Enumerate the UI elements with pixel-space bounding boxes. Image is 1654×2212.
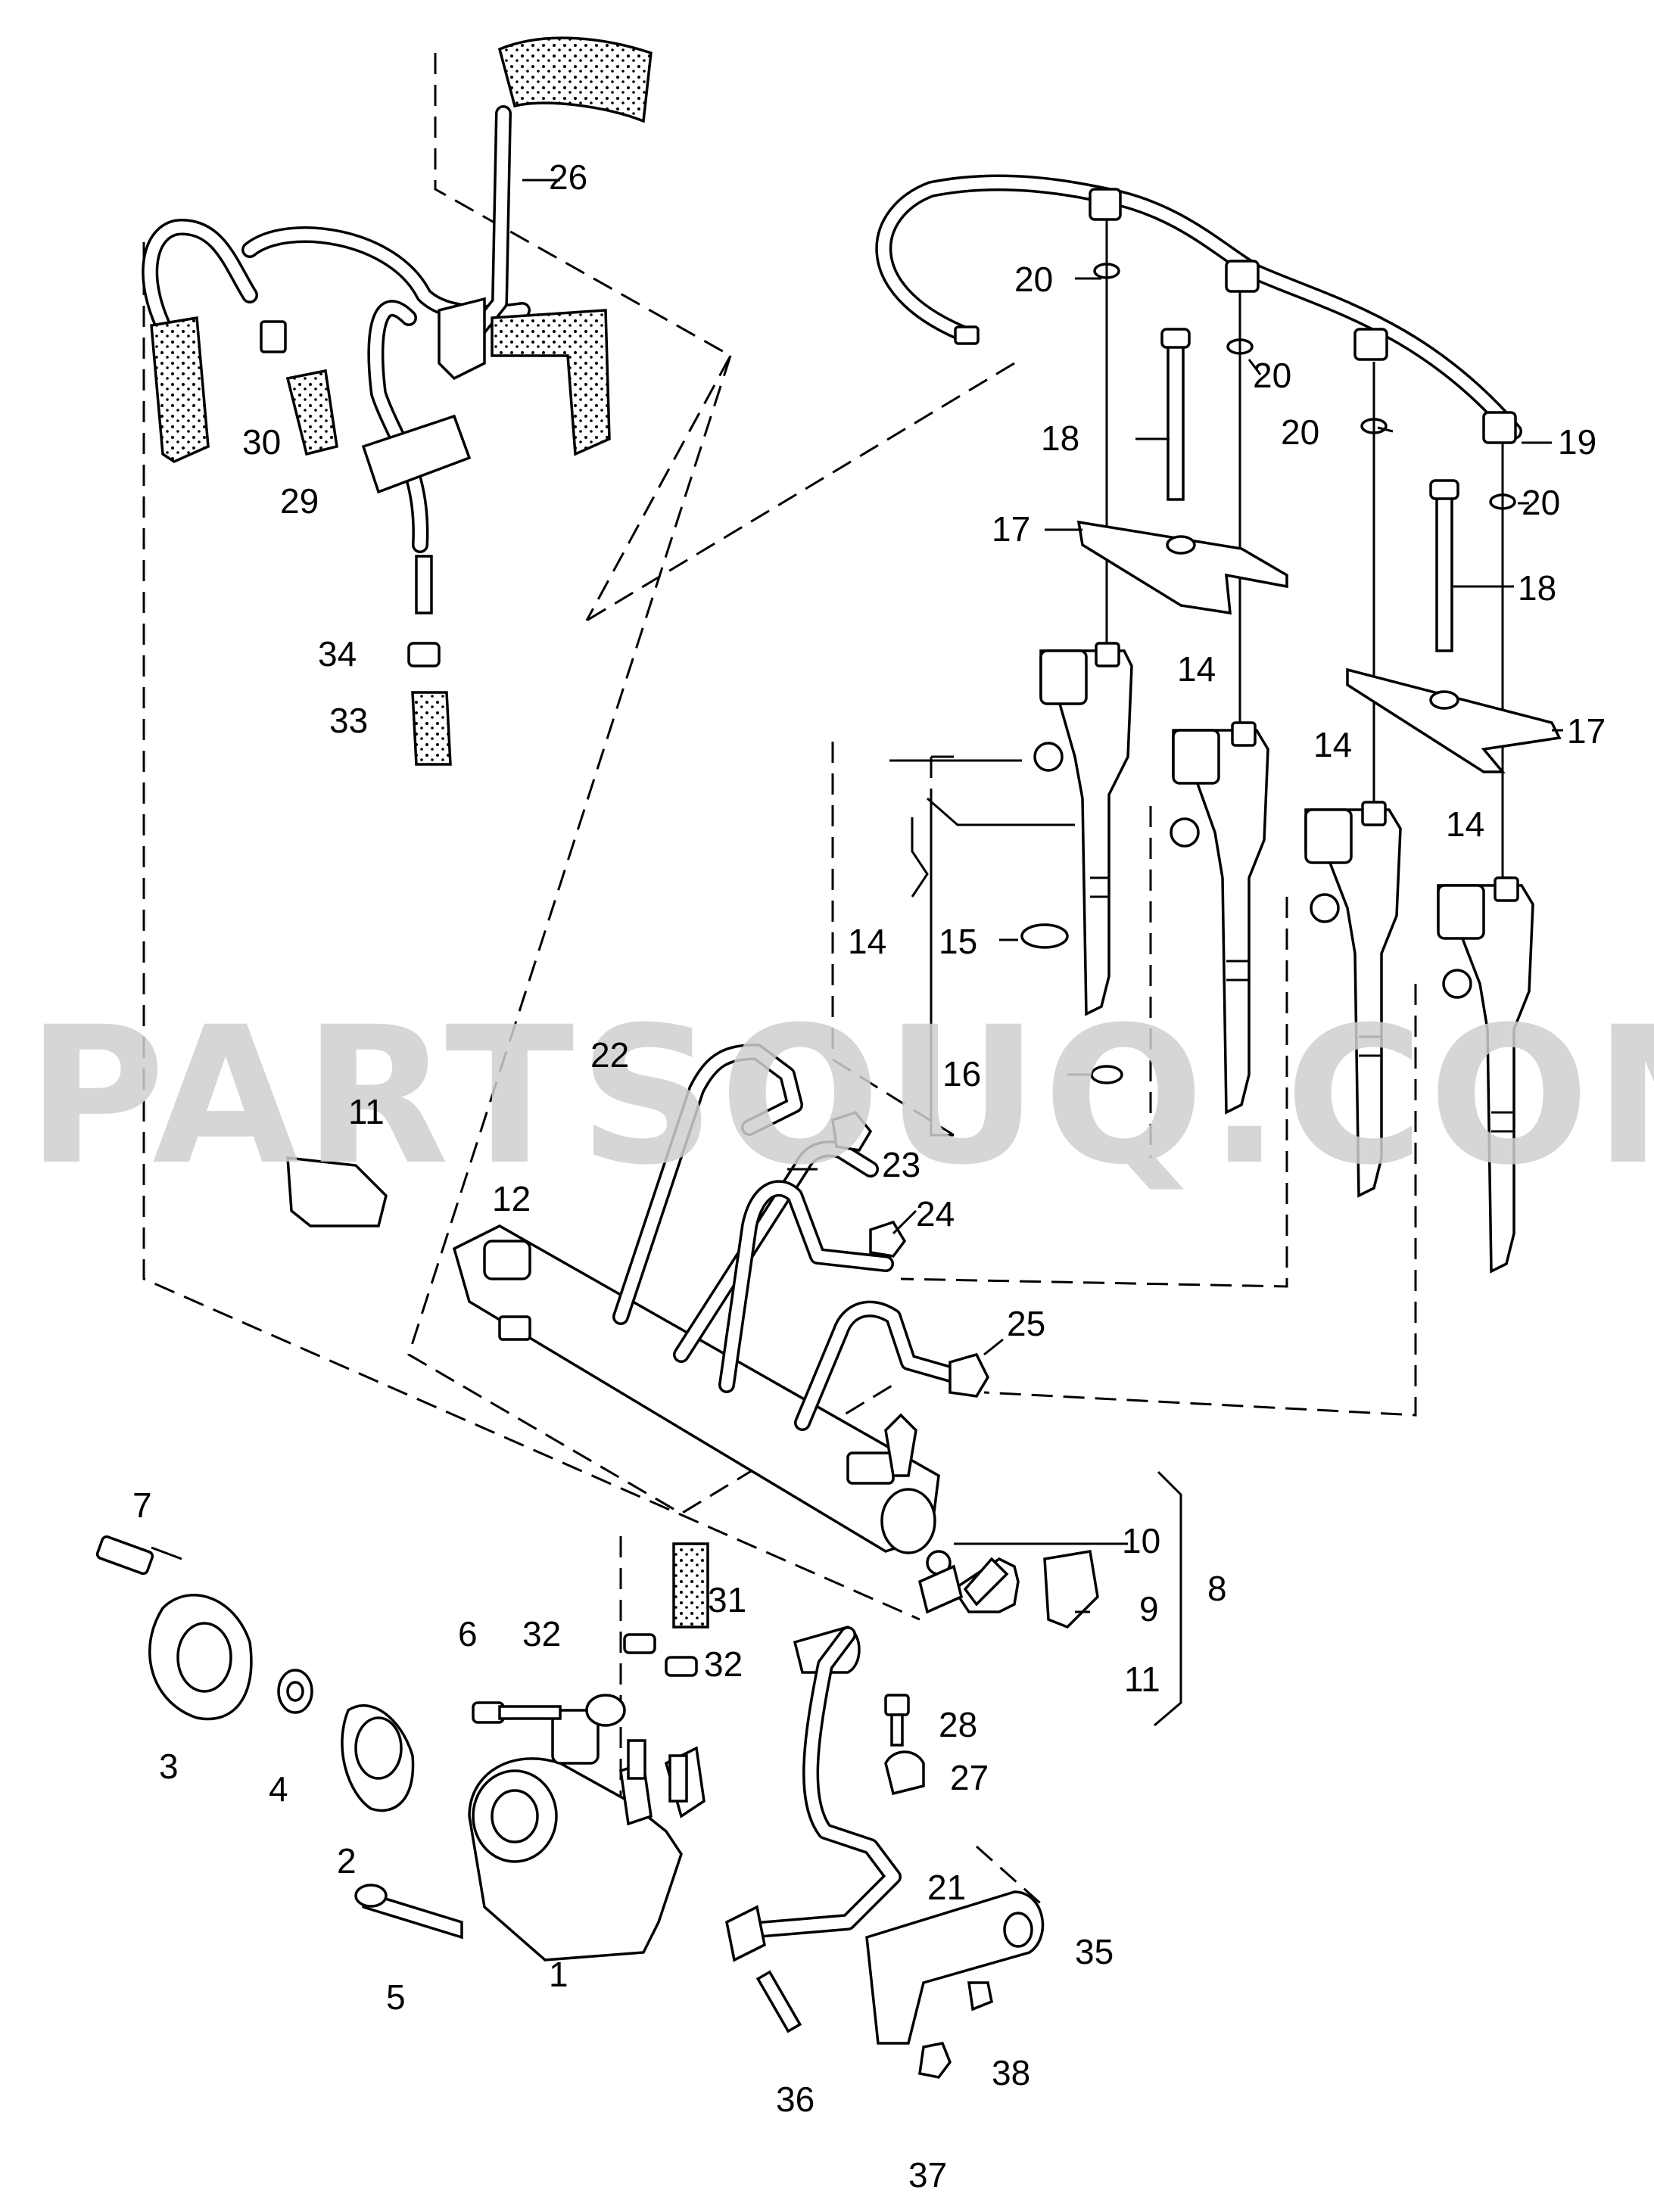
callout-9: 9 — [1139, 1589, 1159, 1629]
callout-1: 1 — [549, 1955, 568, 1994]
callout-16: 16 — [942, 1054, 981, 1094]
callout-11: 11 — [348, 1092, 385, 1131]
callout-21: 21 — [927, 1868, 966, 1907]
fuel-hoses-top-left — [142, 36, 653, 766]
callout-11: 11 — [1124, 1660, 1160, 1699]
callout-3: 3 — [159, 1747, 179, 1786]
injector-1 — [1033, 642, 1133, 1016]
callout-33: 33 — [329, 701, 368, 740]
injector-2 — [1170, 721, 1269, 1115]
callout-14: 14 — [848, 922, 886, 961]
callout-24: 24 — [916, 1194, 955, 1234]
callout-20: 20 — [1281, 412, 1319, 452]
callout-17: 17 — [992, 509, 1030, 549]
leader-lines — [151, 179, 1563, 1727]
callout-20: 20 — [1253, 356, 1291, 395]
callout-27: 27 — [950, 1758, 989, 1797]
callout-38: 38 — [992, 2053, 1030, 2092]
callout-14: 14 — [1446, 804, 1484, 844]
watermark-text: PARTSOUQ.COM — [26, 986, 1654, 1206]
callout-23: 23 — [882, 1145, 920, 1184]
fuel-rail — [286, 1044, 1099, 1629]
callout-14: 14 — [1177, 649, 1216, 689]
clamps-and-bolts — [1076, 219, 1562, 878]
callout-29: 29 — [280, 481, 319, 521]
callout-19: 19 — [1558, 422, 1596, 462]
callout-22: 22 — [590, 1035, 629, 1075]
callout-28: 28 — [939, 1705, 977, 1744]
callout-25: 25 — [1007, 1304, 1045, 1343]
callout-15: 15 — [939, 922, 977, 961]
callout-20: 20 — [1014, 260, 1053, 299]
callout-14: 14 — [1313, 725, 1352, 764]
dashed-guide-lines — [142, 53, 1417, 1909]
high-pressure-pump — [95, 1535, 1045, 2079]
leak-off-line — [875, 174, 1522, 444]
callout-34: 34 — [318, 634, 357, 674]
callout-20: 20 — [1522, 483, 1560, 522]
callout-labels: 26 20 20 20 20 19 18 18 17 17 14 14 14 1… — [132, 157, 1606, 2195]
callout-6: 6 — [458, 1614, 478, 1654]
callout-26: 26 — [549, 157, 587, 197]
callout-36: 36 — [776, 2080, 815, 2119]
callout-10: 10 — [1122, 1521, 1160, 1560]
callout-2: 2 — [337, 1841, 357, 1881]
callout-30: 30 — [242, 422, 281, 462]
injector-3 — [1304, 801, 1402, 1198]
callout-35: 35 — [1075, 1932, 1114, 1971]
injector-4 — [1437, 876, 1534, 1274]
callout-8: 8 — [1207, 1569, 1227, 1608]
callout-31: 31 — [708, 1580, 746, 1619]
callout-37: 37 — [908, 2155, 947, 2195]
callout-17: 17 — [1567, 711, 1606, 751]
callout-12: 12 — [492, 1179, 531, 1218]
callout-18: 18 — [1041, 418, 1079, 458]
callout-4: 4 — [269, 1769, 288, 1809]
callout-32: 32 — [704, 1644, 743, 1684]
callout-5: 5 — [386, 1977, 406, 2017]
callout-7: 7 — [132, 1486, 152, 1525]
callout-32: 32 — [522, 1614, 561, 1654]
injectors — [930, 642, 1534, 1274]
callout-18: 18 — [1518, 568, 1556, 608]
